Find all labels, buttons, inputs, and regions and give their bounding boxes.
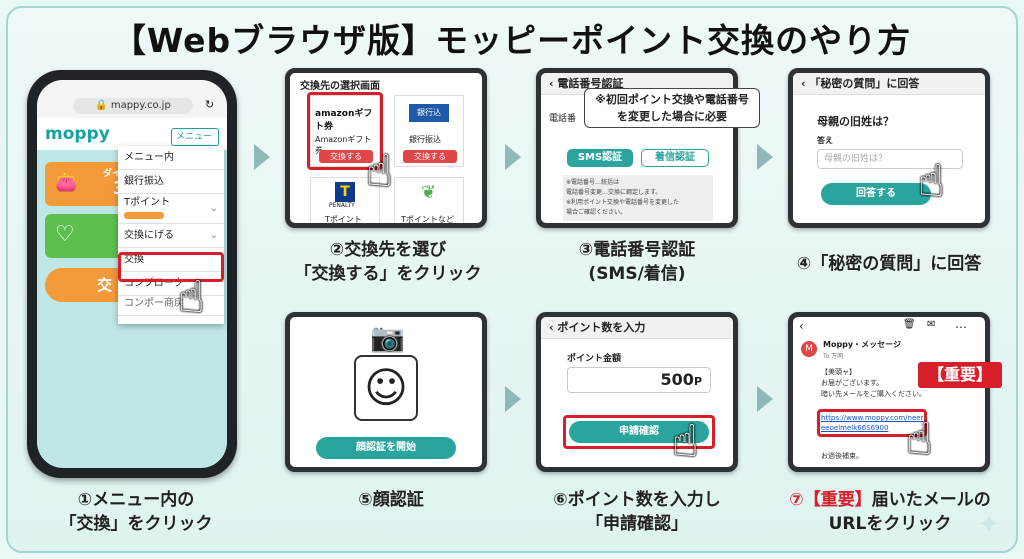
reload-icon[interactable]: ↻: [205, 98, 215, 111]
menu-item[interactable]: コンプローク: [118, 272, 224, 296]
menu-item-exchange[interactable]: 交換: [118, 248, 224, 272]
step7-screen: ‹ 🗑 ✉ … M Moppy・メッセージ To 万明 【美頭ャ】 お届がござい…: [788, 312, 990, 472]
back-icon[interactable]: ‹: [801, 77, 810, 90]
recipient: To 万明: [823, 353, 844, 360]
email-body: 【美頭ャ】 お届がございます。 暗い先メールをご購入ください。: [821, 368, 926, 398]
bank-icon: 銀行込: [409, 104, 449, 122]
sms-auth-button[interactable]: SMS認証: [567, 149, 633, 167]
other-tile[interactable]: ❦ Tポイントなど: [394, 177, 464, 224]
note-bubble: ※初回ポイント交換や電話番号を変更した場合に必要: [584, 88, 760, 128]
step6-screen: ‹ ポイント数を入力 ポイント金額 500P 申請確認: [536, 312, 738, 472]
page-title: 【Webブラウザ版】モッピーポイント交換のやり方: [112, 21, 912, 60]
menu-item[interactable]: Tポイント⌄: [118, 194, 224, 224]
important-label: ⑦【重要】: [789, 490, 872, 510]
url-text: mappy.co.jp: [110, 100, 171, 111]
back-icon[interactable]: ‹: [549, 77, 558, 90]
app-header: [37, 118, 227, 150]
step7-caption: ⑦【重要】届いたメールの URLをクリック: [789, 490, 991, 534]
pointer-hand-icon: ☝: [178, 272, 205, 323]
arrow-right-icon: [757, 144, 773, 170]
leaf-icon: ❦: [421, 182, 437, 203]
sparkle-icon: ✦: [978, 510, 1000, 540]
answer-input[interactable]: 母親の旧姓は？: [817, 149, 963, 169]
highlight-amazon: [307, 92, 383, 170]
step5-screen: 📷 ☺ 顔認証を開始: [285, 312, 487, 472]
arrow-right-icon: [505, 386, 521, 412]
back-icon[interactable]: ‹: [549, 321, 558, 334]
screen-header: ‹ 「秘密の質問」に回答: [793, 73, 985, 95]
menu-item[interactable]: 銀行振込: [118, 170, 224, 194]
avatar: M: [801, 341, 817, 357]
arrow-right-icon: [254, 144, 270, 170]
arrow-right-icon: [757, 386, 773, 412]
email-footer: お過後補束。: [821, 452, 863, 460]
back-icon[interactable]: ‹: [799, 319, 804, 333]
wallet-icon: 👛: [55, 172, 78, 193]
step2-screen: 交換先の選択画面 amazonギフト券 Amazonギフト券 交換する 銀行込 …: [285, 68, 487, 228]
highlight-link: [817, 409, 927, 437]
pointer-hand-icon: ☝: [366, 146, 393, 197]
points-value: 500: [660, 370, 694, 389]
apply-confirm-button[interactable]: 申請確認: [569, 421, 709, 443]
step6-caption: ⑥ポイント数を入力し「申請確認」: [553, 490, 721, 534]
answer-submit-button[interactable]: 回答する: [821, 183, 931, 205]
menu-item[interactable]: メニュー内: [118, 146, 224, 170]
tpoint-tile[interactable]: T PENALTY Tポイント: [310, 177, 380, 224]
question-text: 母親の旧姓は？: [817, 115, 894, 128]
important-badge: 【重要】: [918, 362, 1002, 388]
mail-icon[interactable]: ✉: [927, 319, 936, 330]
menu-dropdown: メニュー内 銀行振込 Tポイント⌄ 交換にげる⌄ 交換 コンプローク コンポー商…: [118, 146, 224, 324]
other-label: Tポイントなど: [401, 215, 454, 224]
step5-caption: ⑤顔認証: [358, 490, 424, 510]
field-label: 電話番: [549, 114, 577, 124]
exchange-button[interactable]: 交換する: [319, 150, 373, 163]
highlight-exchange: [118, 252, 224, 282]
face-auth-button[interactable]: 顔認証を開始: [316, 437, 456, 459]
points-unit: P: [693, 375, 702, 388]
step1-caption: ①メニュー内の「交換」をクリック: [59, 490, 213, 534]
step3-caption: ③電話番号認証(SMS/着信): [578, 240, 696, 284]
step2-caption: ②交換先を選び「交換する」をクリック: [294, 240, 482, 284]
tpoint-logo: T: [335, 182, 355, 202]
info-box: ※電話番号…統括は電話番号変更…交換に鋼定します。※利用ポイント交換や電話番号を…: [563, 175, 713, 221]
exchange-button[interactable]: 交換する: [403, 150, 457, 163]
arrow-right-icon: [505, 144, 521, 170]
address-bar[interactable]: 🔒 mappy.co.jp: [73, 98, 193, 114]
face-icon: ☺: [364, 363, 408, 412]
lock-icon: 🔒: [95, 100, 108, 111]
trash-icon[interactable]: 🗑: [903, 319, 916, 330]
menu-item[interactable]: コンポー商戻: [118, 296, 224, 316]
moppy-logo[interactable]: moppy: [45, 124, 110, 144]
menu-item[interactable]: 交換にげる⌄: [118, 224, 224, 248]
bank-label: 銀行振込: [409, 135, 441, 144]
pointer-hand-icon: ☝: [906, 414, 933, 465]
screen-header: 交換先の選択画面: [300, 81, 380, 92]
sender-name: Moppy・メッセージ: [823, 340, 901, 349]
amazon-tile[interactable]: amazonギフト券 Amazonギフト券 交換する: [310, 95, 380, 167]
highlight-confirm: [563, 415, 715, 449]
bank-tile[interactable]: 銀行込 銀行振込 交換する: [394, 95, 464, 167]
screen-header: ‹ ポイント数を入力: [541, 317, 733, 339]
card-label: ダイ: [103, 169, 122, 179]
answer-label: 答え: [817, 136, 833, 145]
points-input[interactable]: 500P: [567, 367, 711, 393]
call-auth-button[interactable]: 着信認証: [641, 149, 709, 167]
step4-screen: ‹ 「秘密の質問」に回答 母親の旧姓は？ 答え 母親の旧姓は？ 回答する: [788, 68, 990, 228]
more-icon[interactable]: …: [955, 317, 967, 331]
menu-button[interactable]: メニュー ☰: [171, 128, 219, 158]
camera-icon: 📷: [370, 321, 405, 354]
badge: [124, 212, 164, 219]
tpoint-sub: PENALTY: [329, 202, 355, 209]
pointer-hand-icon: ☝: [918, 156, 945, 207]
tpoint-label: Tポイント: [325, 215, 362, 224]
chevron-down-icon: ⌄: [209, 230, 218, 241]
face-frame: ☺: [354, 355, 418, 421]
pointer-hand-icon: ☝: [672, 416, 699, 467]
amazon-logo: amazonギフト券: [315, 109, 373, 132]
heart-icon: ♡: [55, 222, 75, 247]
step4-caption: ④「秘密の質問」に回答: [796, 254, 982, 274]
chevron-down-icon: ⌄: [209, 203, 218, 214]
points-label: ポイント金額: [567, 354, 622, 364]
